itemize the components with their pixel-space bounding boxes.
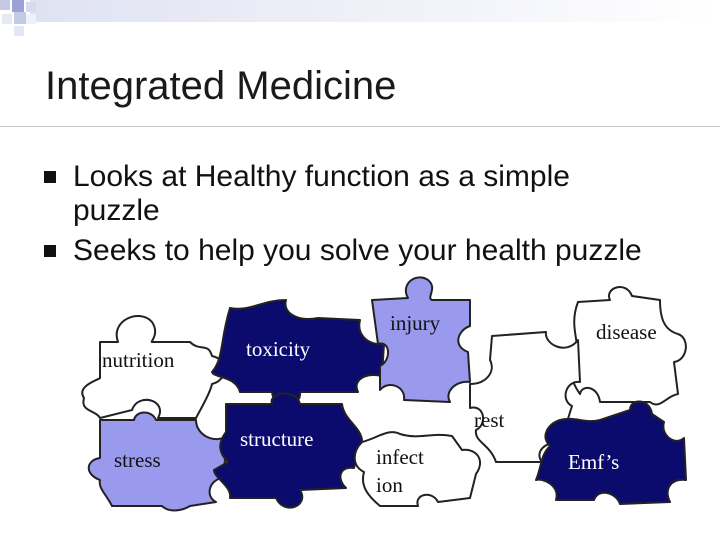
puzzle-label-toxicity: toxicity: [246, 337, 311, 361]
puzzle-label-structure: structure: [240, 427, 313, 451]
puzzle-piece-disease: [570, 287, 686, 404]
puzzle-piece-infection: [355, 432, 480, 506]
puzzle-label-infection-2: ion: [376, 473, 403, 497]
puzzle-label-infection: infect: [376, 445, 424, 469]
puzzle-label-emfs: Emf’s: [568, 450, 619, 474]
puzzle-label-disease: disease: [596, 320, 657, 344]
puzzle-label-nutrition: nutrition: [102, 348, 175, 372]
puzzle-label-injury: injury: [390, 311, 441, 335]
puzzle-label-stress: stress: [114, 448, 161, 472]
puzzle-piece-injury: [372, 277, 470, 402]
puzzle-label-rest: rest: [474, 408, 504, 432]
